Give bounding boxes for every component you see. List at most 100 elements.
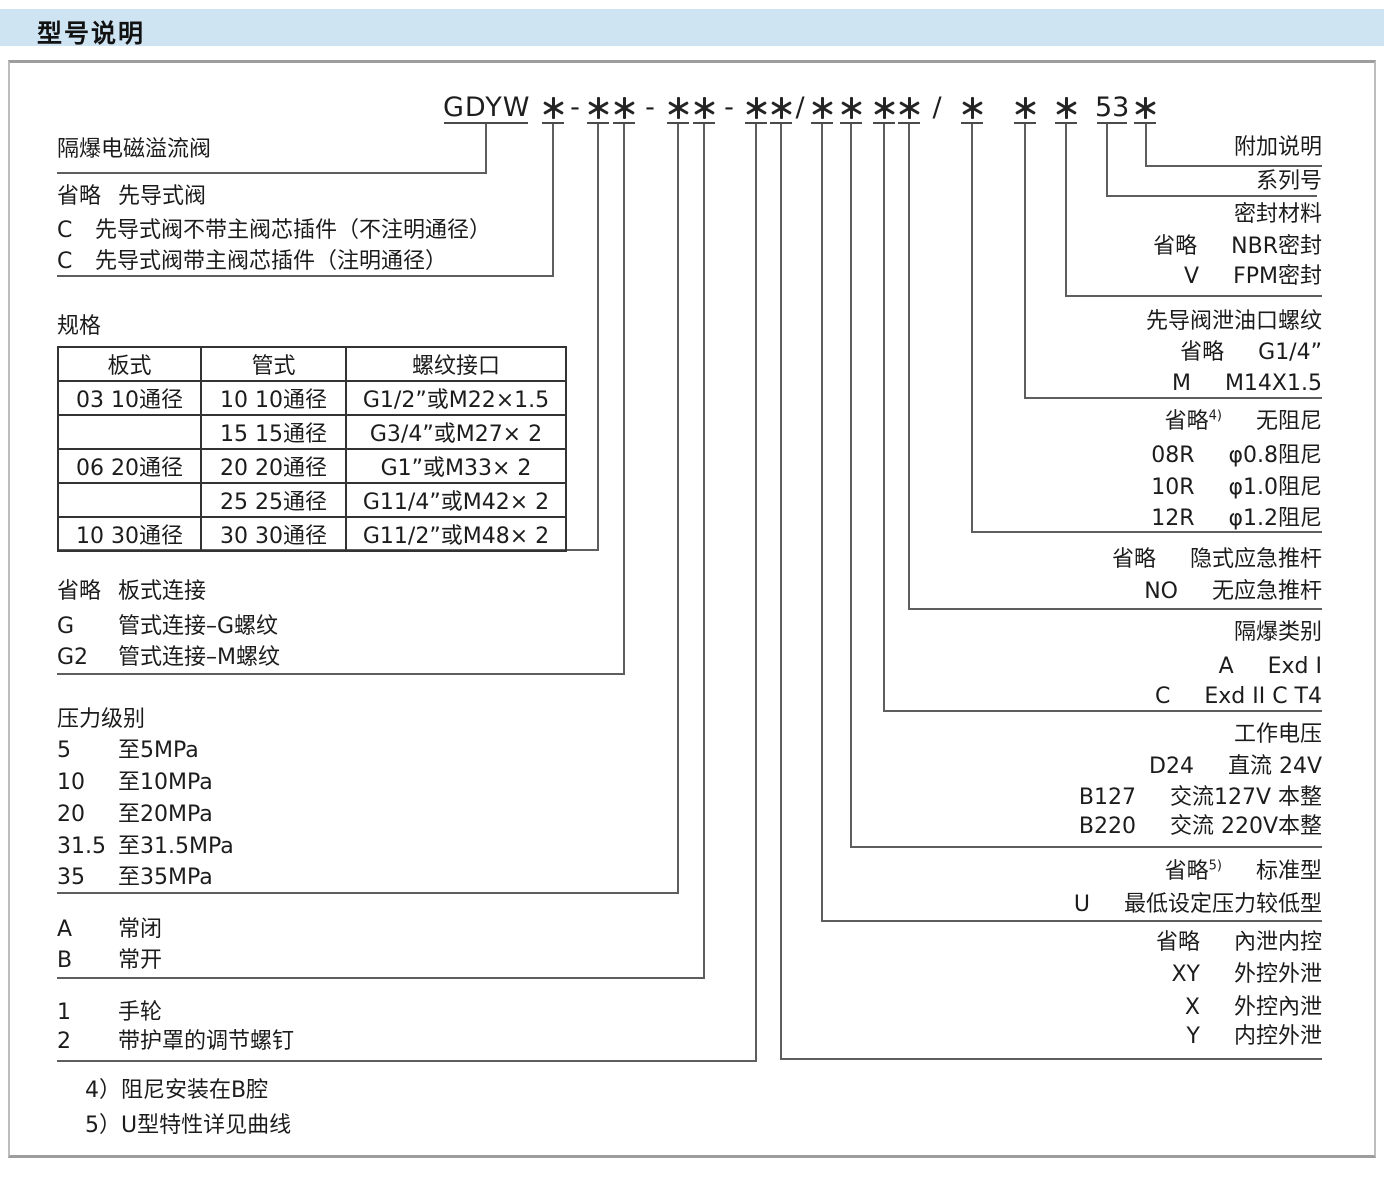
connector-line: [485, 124, 487, 172]
option-code: 省略5): [1164, 858, 1222, 884]
table-cell: [57, 482, 202, 518]
connector-line: [755, 124, 757, 1060]
connector-line: [850, 846, 1322, 848]
connector-line: [57, 275, 554, 277]
option-label: 最低设定压力较低型: [1123, 892, 1322, 917]
option-label: φ1.0阻尼: [1228, 475, 1322, 500]
tick: [1134, 122, 1156, 124]
connector-line: [1145, 165, 1322, 167]
option-label: 常开: [118, 948, 163, 973]
option-code: 20: [57, 802, 85, 827]
pilot-option-row: C 先导式阀不带主阀芯插件（不注明通径）: [57, 217, 491, 245]
code-asterisk: [1014, 97, 1036, 119]
connector-line: [1145, 124, 1147, 165]
connection-option-row: G2 管式连接–M螺纹: [57, 644, 280, 672]
footnote: 4）阻尼安装在B腔: [85, 1078, 269, 1103]
tick: [770, 122, 792, 124]
option-code: G2: [57, 645, 89, 670]
column-header: 螺纹接口: [345, 346, 567, 382]
code-asterisk: [1055, 97, 1077, 119]
code-asterisk: [770, 97, 792, 119]
option-code: 省略: [1155, 930, 1200, 955]
option-code: B220: [1078, 814, 1136, 839]
tick: [667, 122, 689, 124]
drain-option-row: 省略 G1/4”: [1180, 339, 1322, 367]
table-cell: 15 15通径: [200, 414, 347, 450]
option-label: 至20MPa: [118, 802, 213, 827]
connector-line: [1024, 124, 1026, 397]
table-cell: G1/2”或M22×1.5: [345, 380, 567, 416]
code-asterisk: [667, 97, 689, 119]
option-label: 至31.5MPa: [118, 834, 234, 859]
connector-line: [780, 1058, 1322, 1060]
option-label: 內泄内控: [1233, 930, 1322, 955]
connector-line: [57, 977, 705, 979]
connector-line: [850, 124, 852, 846]
option-label: 手轮: [118, 1000, 163, 1025]
option-label: 交流 220V本整: [1169, 814, 1322, 839]
connector-line: [883, 710, 1322, 712]
valve-name-label: 隔爆电磁溢流阀: [57, 137, 212, 162]
additional-note-label: 附加说明: [1233, 135, 1322, 160]
option-code: 1: [57, 1000, 71, 1025]
code-asterisk: [613, 97, 635, 119]
tick: [745, 122, 767, 124]
code-slash: /: [795, 92, 805, 123]
push-rod-option-row: 省略 隐式应急推杆: [1112, 546, 1322, 574]
tick: [587, 122, 609, 124]
pressure-option-row: 20 至20MPa: [57, 801, 213, 829]
option-code: Y: [1186, 1024, 1200, 1049]
tick: [693, 122, 715, 124]
option-label: 管式连接–G螺纹: [118, 614, 279, 639]
drain-option-row: M M14X1.5: [1172, 370, 1322, 398]
code-asterisk: [873, 97, 895, 119]
connector-line: [597, 124, 599, 549]
option-code: 省略: [1111, 547, 1156, 572]
code-series-number: 53: [1095, 92, 1130, 123]
connector-line: [821, 920, 1322, 922]
code-asterisk: [693, 97, 715, 119]
option-code: B127: [1078, 785, 1136, 810]
table-cell: 10 30通径: [57, 516, 202, 552]
connector-line: [623, 124, 625, 673]
table-header-row: 板式 管式 螺纹接口: [57, 346, 567, 382]
option-code: 35: [57, 865, 85, 890]
control-option-row: X 外控內泄: [1185, 994, 1322, 1022]
damping-option-row: 08R φ0.8阻尼: [1151, 442, 1322, 470]
code-asterisk: [840, 97, 862, 119]
pressure-option-row: 10 至10MPa: [57, 769, 213, 797]
push-rod-option-row: NO 无应急推杆: [1144, 578, 1322, 606]
option-code: X: [1184, 995, 1200, 1020]
connector-line: [677, 124, 679, 892]
option-label: Exd II C T4: [1204, 684, 1322, 709]
seal-option-row: 省略 NBR密封: [1153, 233, 1322, 261]
option-label: 无阻尼: [1255, 409, 1322, 434]
option-label: 至10MPa: [118, 770, 213, 795]
option-code: V: [1184, 264, 1200, 289]
tick: [811, 122, 833, 124]
table-row: 10 30通径 30 30通径 G11/2”或M48× 2: [57, 516, 567, 552]
table-cell: [57, 414, 202, 450]
connector-line: [1065, 295, 1322, 297]
footnote-marker: 5): [1208, 858, 1222, 874]
option-code: B: [57, 948, 73, 973]
option-code: 12R: [1151, 506, 1195, 531]
connector-line: [821, 124, 823, 920]
option-code: 省略: [1180, 340, 1225, 365]
model-code-prefix: GDYW: [443, 92, 531, 123]
option-code: 10: [57, 770, 85, 795]
option-code: 10R: [1151, 475, 1195, 500]
option-label: φ1.2阻尼: [1228, 506, 1322, 531]
table-cell: 03 10通径: [57, 380, 202, 416]
option-label: 先导式阀: [118, 184, 207, 209]
voltage-option-row: B127 交流127V 本整: [1079, 784, 1322, 812]
explosion-option-row: A Exd I: [1219, 653, 1322, 681]
table-row: 25 25通径 G11/4”或M42× 2: [57, 482, 567, 518]
code-asterisk: [811, 97, 833, 119]
option-code: M: [1171, 371, 1191, 396]
option-code: 2: [57, 1029, 71, 1054]
code-asterisk: [961, 97, 983, 119]
code-asterisk: [745, 97, 767, 119]
option-label: 标准型: [1255, 859, 1322, 884]
voltage-option-row: D24 直流 24V: [1149, 753, 1322, 781]
